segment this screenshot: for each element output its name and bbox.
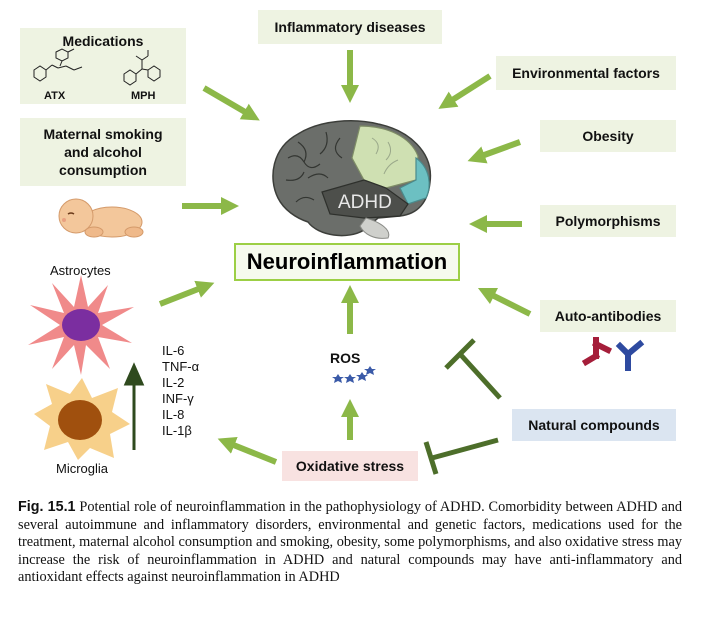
arrow-astrocytes [158, 280, 215, 307]
cytokine-item: IL-2 [162, 375, 185, 390]
medications-box: Medications [20, 28, 186, 104]
figure-caption: Fig. 15.1 Potential role of neuroinflamm… [18, 499, 682, 587]
antibody-icons [582, 337, 645, 371]
arrow-environmental [438, 73, 492, 109]
atx-label: ATX [44, 90, 66, 102]
cytokine-item: IL-1β [162, 423, 192, 438]
adhd-brain-label: ADHD [338, 192, 392, 213]
baby-icon [58, 198, 144, 238]
caption-label: Fig. 15.1 [18, 499, 76, 515]
cytokine-item: INF-γ [162, 391, 194, 406]
maternal-smoking-box: Maternal smoking and alcohol consumption [20, 118, 186, 186]
microglia-to-astro-arrow [123, 362, 145, 450]
ros-stars-icon [332, 366, 376, 383]
cytokine-list: IL-6 TNF-α IL-2 INF-γ IL-8 IL-1β [162, 343, 199, 439]
inflammatory-diseases-box: Inflammatory diseases [258, 10, 442, 44]
neuroinflammation-box: Neuroinflammation [234, 243, 460, 281]
astrocytes-label: Astrocytes [50, 263, 111, 278]
ros-label: ROS [330, 350, 361, 366]
auto-antibodies-box: Auto-antibodies [540, 300, 676, 332]
arrow-obesity [467, 139, 522, 164]
microglia-label: Microglia [56, 461, 109, 476]
arrow-autoantibodies [477, 287, 532, 317]
cytokine-item: IL-6 [162, 343, 185, 358]
obesity-box: Obesity [540, 120, 676, 152]
oxidative-stress-box: Oxidative stress [282, 451, 418, 481]
mph-label: MPH [131, 90, 156, 102]
cytokine-item: TNF-α [162, 359, 200, 374]
arrow-to-microglia [217, 436, 278, 465]
atx-structure-icon [33, 48, 83, 82]
environmental-factors-box: Environmental factors [496, 56, 676, 90]
neuroinflammation-diagram: Inflammatory diseases Environmental fact… [20, 10, 676, 481]
red-antibody-icon [582, 337, 613, 367]
blue-antibody-icon [615, 339, 645, 371]
brain-icon: ADHD [272, 120, 432, 239]
natural-compounds-box: Natural compounds [512, 409, 676, 441]
medication-structures [33, 48, 161, 86]
mph-structure-icon [123, 50, 161, 86]
medications-label: Medications [62, 33, 144, 49]
cytokine-item: IL-8 [162, 407, 185, 422]
caption-text: Potential role of neuroinflammation in t… [18, 499, 683, 585]
arrows-layer [123, 50, 532, 475]
astrocyte-icon [28, 275, 134, 375]
polymorphisms-box: Polymorphisms [540, 205, 676, 237]
arrow-medications [202, 85, 260, 121]
inhibitor-natural-to-oxidative [423, 437, 499, 475]
inhibitor-natural-to-neuro [444, 338, 502, 400]
microglia-icon [34, 378, 130, 460]
